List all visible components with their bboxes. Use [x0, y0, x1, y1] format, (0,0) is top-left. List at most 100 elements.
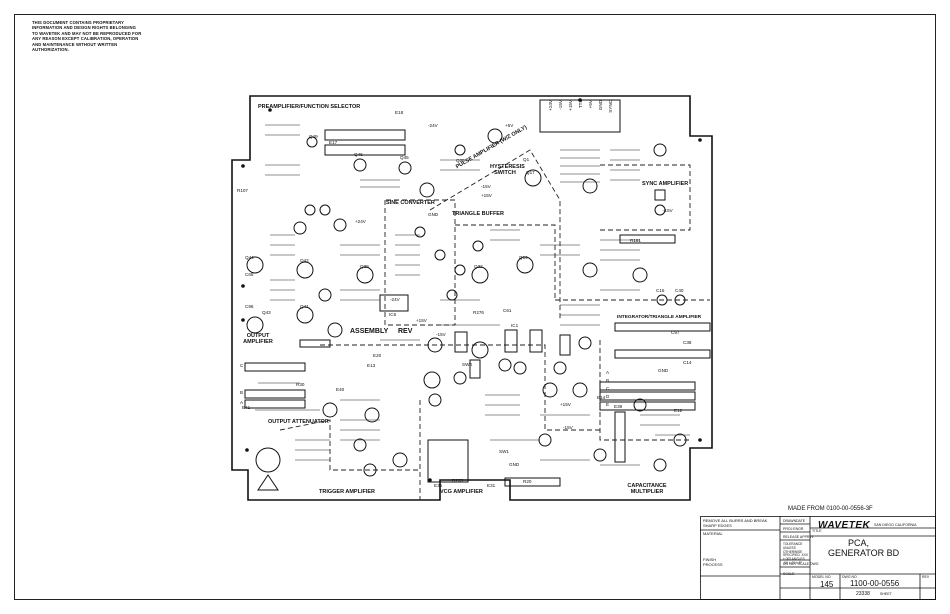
part-c96: C65: [245, 272, 254, 277]
part-q17: Q17: [526, 170, 535, 175]
part-c40: C15: [656, 288, 665, 293]
edge-right-c: C: [606, 386, 610, 391]
transistor-q49: [306, 136, 318, 148]
tb-rev-label: REV: [922, 575, 930, 579]
tb-project: PROJ ENGR: [783, 527, 804, 531]
section-sync: SYNC AMPLIFIER: [642, 181, 689, 187]
tb-title-label: TITLE: [812, 529, 822, 533]
transistor-q32: [353, 438, 367, 452]
tb-finish: FINISH: [703, 557, 717, 562]
part-c65: C61: [503, 308, 512, 313]
section-trigger: TRIGGER AMPLIFIER: [319, 489, 376, 495]
transistor-q50: [653, 458, 667, 472]
part-c61: R276: [473, 310, 484, 315]
tb-date: DATE: [796, 519, 806, 523]
pin-label-0: +24V: [548, 100, 553, 111]
part-e17: E17: [329, 140, 338, 145]
made-from-note: MADE FROM 0100-00-0556-3F: [788, 506, 873, 512]
part-c41: C40: [675, 288, 684, 293]
transistor-q38: [327, 322, 343, 338]
part-sw4: E40: [336, 387, 345, 392]
part-r181: R107: [237, 188, 248, 193]
pin-label-6: SYNC: [608, 100, 613, 113]
rail-label-4: +24V: [355, 219, 366, 224]
edge-left-a: A: [240, 400, 244, 405]
part-k1: IC6: [389, 312, 397, 317]
part-r233: R30: [296, 382, 305, 387]
transistor-q8: [578, 336, 592, 350]
part-q42: Q42: [300, 258, 309, 263]
label-assembly: ASSEMBLY: [350, 328, 389, 335]
proprietary-notice: THIS DOCUMENT CONTAINS PROPRIETARY INFOR…: [32, 20, 142, 53]
ic-chip-3: [454, 331, 468, 353]
rail-label-14: -15V: [563, 425, 573, 430]
transistor-q46: [353, 158, 367, 172]
edge-left-b: B: [240, 390, 244, 395]
boundary-trig: [279, 419, 420, 471]
cap-c40: [656, 294, 668, 306]
part-r107: Q1: [523, 157, 530, 162]
connector-e16: [324, 144, 406, 156]
pin-label-5: GND: [598, 100, 603, 111]
boundary-sine: [384, 199, 456, 326]
connector-e17: [324, 129, 406, 141]
wavetek-logo: WAVETEK: [818, 520, 871, 531]
tb-dwg: 1100-00-0556: [850, 579, 900, 588]
boundary-mid: [320, 344, 600, 431]
transistor-q42: [296, 261, 314, 279]
edge-right-a: A: [606, 370, 610, 375]
test-point-1: [255, 447, 281, 473]
rail-label-2: -15V: [481, 184, 491, 189]
boundary-center: [455, 224, 556, 300]
rail-label-9: +5V: [505, 123, 514, 128]
transistor-q21: [454, 264, 466, 276]
part-r10: R181: [630, 238, 641, 243]
transistor-q29: [593, 448, 607, 462]
transistor-q28: [363, 463, 377, 477]
transistor-q15: [653, 143, 667, 157]
transistor-q5: [498, 358, 512, 372]
transistor-q34: [319, 204, 331, 216]
transistor-q33: [304, 204, 316, 216]
rail-label-1: -24V: [428, 123, 438, 128]
part-q41: Q41: [300, 304, 309, 309]
pad-r30: [504, 477, 561, 487]
transistor-q12: [471, 341, 489, 359]
tb-title-1: PCA,: [848, 538, 870, 548]
part-e22: E20: [373, 353, 382, 358]
pad-r20: [299, 339, 331, 348]
part-r30: R20: [523, 479, 532, 484]
transistor-q16: [582, 178, 598, 194]
transistor-q13: [516, 256, 534, 274]
sync-rect: [654, 189, 666, 201]
part-r276: R233: [452, 478, 463, 483]
transistor-q1: [513, 361, 527, 375]
transistor-q17: [524, 169, 542, 187]
section-hysteresis: HYSTERESIS SWITCH: [490, 164, 525, 176]
section-vcg: VCG AMPLIFIER: [440, 489, 483, 495]
sw1-block: [614, 411, 626, 463]
connector-left-b: [244, 389, 306, 399]
part-e10: E14: [597, 395, 606, 400]
ic-chip-1: [504, 329, 518, 353]
rail-label-10: -24V: [390, 297, 400, 302]
transistor-q51: [538, 433, 552, 447]
transistor-q20: [471, 266, 489, 284]
part-sw6: SW1: [499, 449, 509, 454]
part-c97: C96: [245, 304, 254, 309]
transistor-q2: [553, 361, 567, 375]
board-outline: [231, 95, 713, 501]
connector-right-3: [599, 381, 696, 391]
transistor-q35: [333, 218, 347, 232]
transistor-q24: [427, 337, 443, 353]
part-q39: Q39: [360, 264, 369, 269]
part-ic1: SW4: [462, 362, 472, 367]
part-q44: Q44: [245, 255, 254, 260]
triangle-mark: [257, 474, 279, 491]
transistor-q22: [434, 249, 446, 261]
tb-title-2: GENERATOR BD: [828, 548, 900, 558]
transistor-q6: [453, 371, 467, 385]
ic-chip-4: [469, 359, 481, 379]
section-output-amp: OUTPUT AMPLIFIER: [243, 333, 273, 345]
tb-material: MATERIAL: [703, 531, 723, 536]
